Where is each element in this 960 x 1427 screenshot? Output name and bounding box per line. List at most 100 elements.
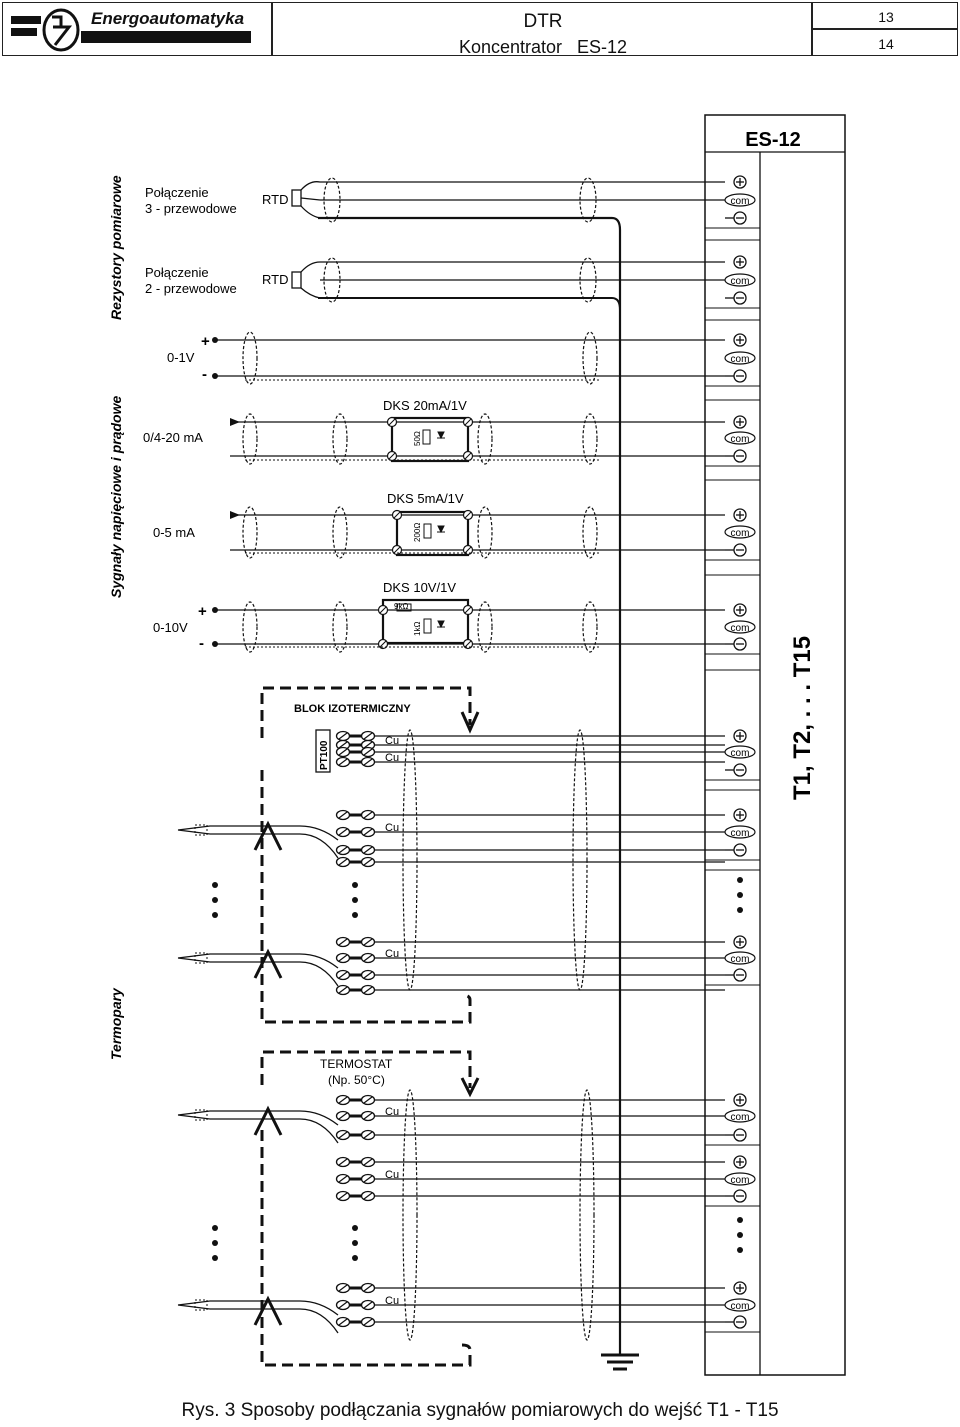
cable-shield [402,1089,418,1341]
terminal-clamp [335,826,351,838]
doc-type: DTR [523,11,563,32]
terminal-clamp [360,756,376,768]
plus-terminal [733,333,747,347]
plus-terminal [733,415,747,429]
minus-terminal [733,968,747,982]
signal-0-1v-label: 0-1V [167,350,195,365]
r9k-label: 9kΩ [394,602,408,611]
cu-label: Cu [385,1106,399,1118]
cable-shield [323,257,341,303]
r50-label: 50Ω [413,431,422,446]
cable-shield [579,1089,595,1341]
plus-terminal [733,729,747,743]
terminal-clamp [360,1190,376,1202]
plus-terminal [733,603,747,617]
terminal-clamp [360,844,376,856]
signal-0-4-20ma-label: 0/4-20 mA [143,430,203,445]
terminal-clamp [335,756,351,768]
page-current-cell: 13 [812,2,958,29]
minus-terminal [733,211,747,225]
terminal-clamp [360,826,376,838]
dks-5ma-label: DKS 5mA/1V [387,491,464,506]
signal-0-10v-label: 0-10V [153,620,188,635]
terminal-clamp [335,730,351,742]
minus-terminal [733,1128,747,1142]
com-label: com [731,828,750,839]
terminal-clamp [335,1299,351,1311]
terminal-clamp [360,1094,376,1106]
plus-sign-2: + [198,603,207,620]
cu-label: Cu [385,1295,399,1307]
cable-shield [477,506,493,559]
es12-device-frame [704,114,846,1376]
plus-terminal [733,935,747,949]
terminal-clamp [360,1282,376,1294]
doc-title: Koncentrator ES-12 [458,37,628,57]
cable-shield [572,729,588,991]
com-terminal [724,620,756,634]
company-logo [11,8,251,52]
terminal-clamp [335,809,351,821]
dks-screw [377,604,389,616]
plus-terminal [733,808,747,822]
cu-label: Cu [385,822,399,834]
cable-shield [242,413,258,465]
cable-shield [582,506,598,559]
generated-wiring: comcomcomcomcomcomcomcomcomcomcomcomCuCu… [177,175,760,1341]
terminal-clamp [335,1282,351,1294]
rtd-3wire-label-1: Połączenie [145,185,209,200]
terminal-clamp [360,1316,376,1328]
minus-sign-2: - [199,635,204,652]
terminal-clamp [360,952,376,964]
cable-shield [332,506,348,559]
thermostat-label-1: TERMOSTAT [320,1057,393,1071]
rtd-sensor-2 [291,271,302,289]
terminal-clamp [360,984,376,996]
minus-terminal [733,843,747,857]
dks-20ma-module [390,416,470,463]
terminal-clamp [335,1156,351,1168]
cu-label: Cu [385,948,399,960]
com-label: com [731,954,750,965]
dks-screw [462,450,474,462]
com-label: com [731,276,750,287]
cable-shield [242,331,258,385]
com-label: com [731,623,750,634]
com-label: com [731,528,750,539]
section-title-signals: Sygnały napięciowe i prądowe [108,396,124,598]
cable-shield [402,729,418,991]
dks-20ma-label: DKS 20mA/1V [383,398,467,413]
r1k-label: 1kΩ [413,622,422,636]
cable-shield [477,601,493,653]
com-terminal [724,525,756,539]
com-terminal [724,431,756,445]
terminal-clamp [360,969,376,981]
minus-terminal [733,1315,747,1329]
com-terminal [724,193,756,207]
device-name: ES-12 [745,129,801,151]
plus-sign-1: + [201,333,210,350]
com-label: com [731,1112,750,1123]
terminal-clamp [335,844,351,856]
dks-screw [391,509,403,521]
com-label: com [731,748,750,759]
signal-0-5ma-label: 0-5 mA [153,525,195,540]
com-label: com [731,1301,750,1312]
terminal-clamp [335,746,351,758]
com-label: com [731,1175,750,1186]
terminal-clamp [335,856,351,868]
minus-sign-1: - [202,366,207,383]
pt100-sensor [315,729,331,773]
cu-label: Cu [385,1169,399,1181]
device-inputs-label: T1, T2, . . . T15 [789,636,816,800]
logo-cell: Energoautomatyka [2,2,272,56]
plus-terminal [733,1281,747,1295]
terminal-clamp [360,856,376,868]
dks-screw [386,450,398,462]
page-current: 13 [878,9,894,25]
minus-terminal [733,637,747,651]
section-title-thermocouples: Termopary [108,987,124,1060]
terminal-clamp [335,1129,351,1141]
cable-shield [582,331,598,385]
